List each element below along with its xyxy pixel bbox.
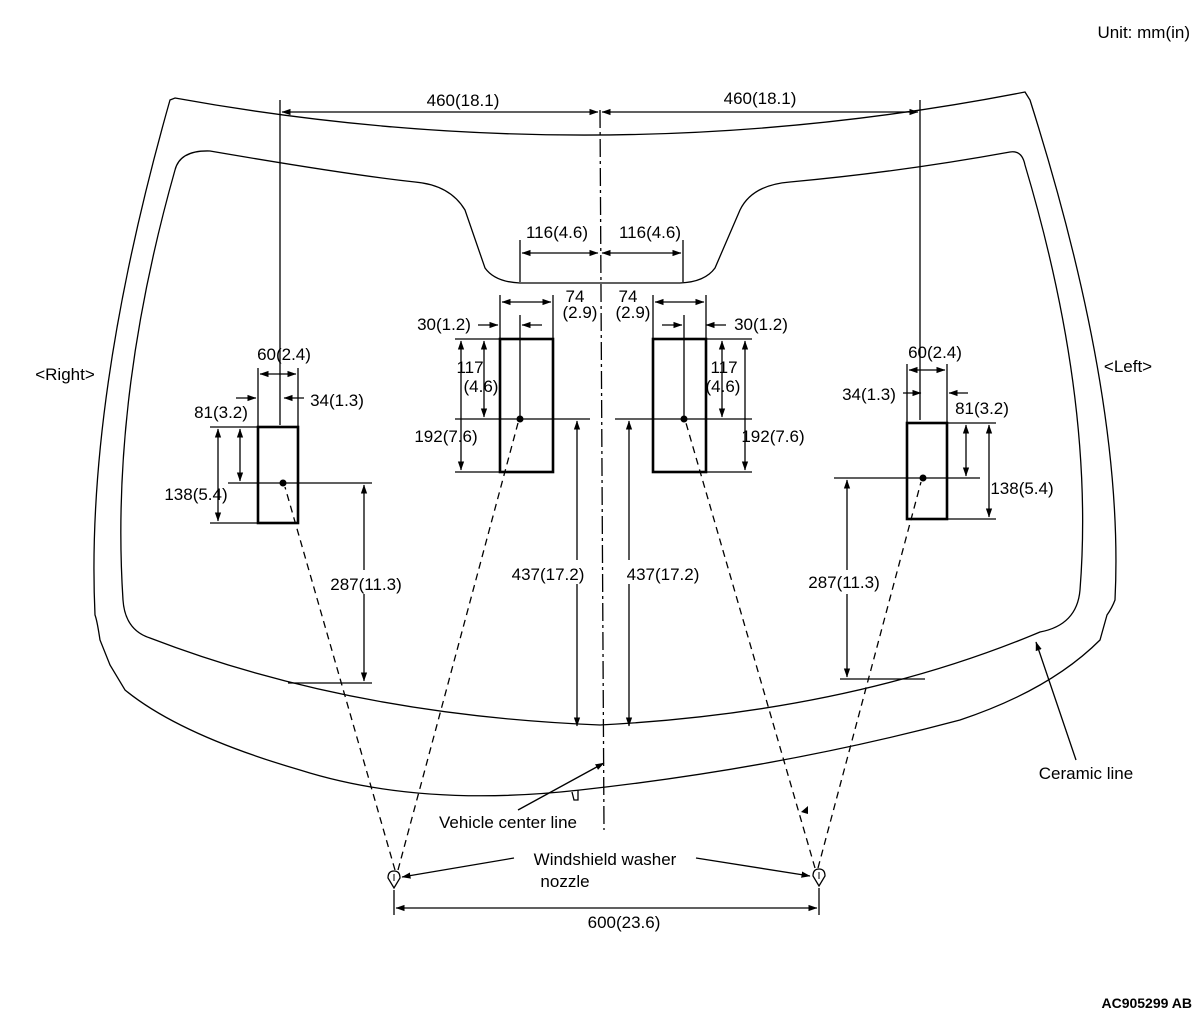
spray-area-center-left (651, 337, 708, 474)
figure-code: AC905299 AB (1101, 995, 1192, 1011)
washer-nozzle-label-b: nozzle (540, 872, 589, 891)
dim-inner-right-label: 116(4.6) (526, 223, 588, 242)
dim-138-right-label: 138(5.4) (164, 485, 227, 504)
ceramic-line (120, 150, 1084, 726)
dim-117-left-b: (4.6) (706, 377, 741, 396)
dim-60-right-label: 60(2.4) (257, 345, 311, 364)
dim-287-left-label: 287(11.3) (808, 573, 880, 592)
dim-74-left-b: (2.9) (616, 303, 651, 322)
dim-74-right-a: 74 (566, 287, 585, 306)
dim-81-right-label: 81(3.2) (194, 403, 248, 422)
windshield-outer-edge (93, 91, 1117, 797)
spray-area-outer-right (256, 425, 300, 525)
dim-top-left-label: 460(18.1) (724, 89, 797, 108)
dim-34-left-label: 34(1.3) (842, 385, 896, 404)
nozzle-spacing-label: 600(23.6) (588, 913, 661, 932)
left-side-label: <Left> (1104, 357, 1152, 376)
dim-117-left-a: 117 (710, 358, 737, 377)
center-line-leader (517, 762, 605, 811)
dim-74-left-a: 74 (619, 287, 638, 306)
dim-192-right-label: 192(7.6) (414, 427, 477, 446)
washer-nozzle-icon-right (387, 870, 401, 890)
dim-287-right-label: 287(11.3) (330, 575, 402, 594)
spray-path-outer-left (817, 481, 922, 869)
nozzle-leader-left (695, 857, 811, 878)
dim-138-left-label: 138(5.4) (990, 479, 1053, 498)
spray-path-center-right (397, 422, 519, 871)
spray-path-outer-right (284, 486, 396, 871)
spray-direction-marker (801, 806, 808, 814)
dim-437-right-label: 437(17.2) (512, 565, 585, 584)
dim-60-left-label: 60(2.4) (908, 343, 962, 362)
right-side-label: <Right> (35, 365, 95, 384)
dim-81-left-label: 81(3.2) (955, 399, 1009, 418)
glass-notch (571, 790, 579, 801)
vehicle-center-line-label: Vehicle center line (439, 813, 577, 832)
dim-inner-left-label: 116(4.6) (619, 223, 681, 242)
ceramic-line-leader (1035, 641, 1077, 761)
dim-30-left-label: 30(1.2) (734, 315, 788, 334)
dim-74-right-b: (2.9) (563, 303, 598, 322)
dim-30-right-label: 30(1.2) (417, 315, 471, 334)
spray-area-outer-left (905, 421, 949, 521)
dim-117-right-a: 117 (456, 358, 483, 377)
ceramic-line-label: Ceramic line (1039, 764, 1133, 783)
dim-117-right-b: (4.6) (464, 377, 499, 396)
dim-192-left-label: 192(7.6) (741, 427, 804, 446)
spray-path-center-left (685, 422, 816, 869)
dim-437-left-label: 437(17.2) (627, 565, 700, 584)
dim-top-right-label: 460(18.1) (427, 91, 500, 110)
dim-34-right-label: 34(1.3) (310, 391, 364, 410)
washer-nozzle-label-a: Windshield washer (534, 850, 677, 869)
unit-label: Unit: mm(in) (1097, 23, 1190, 42)
nozzle-leader-right (401, 857, 515, 879)
spray-area-center-right (498, 337, 555, 474)
washer-nozzle-icon-left (812, 868, 826, 888)
vehicle-center-line (599, 109, 605, 831)
